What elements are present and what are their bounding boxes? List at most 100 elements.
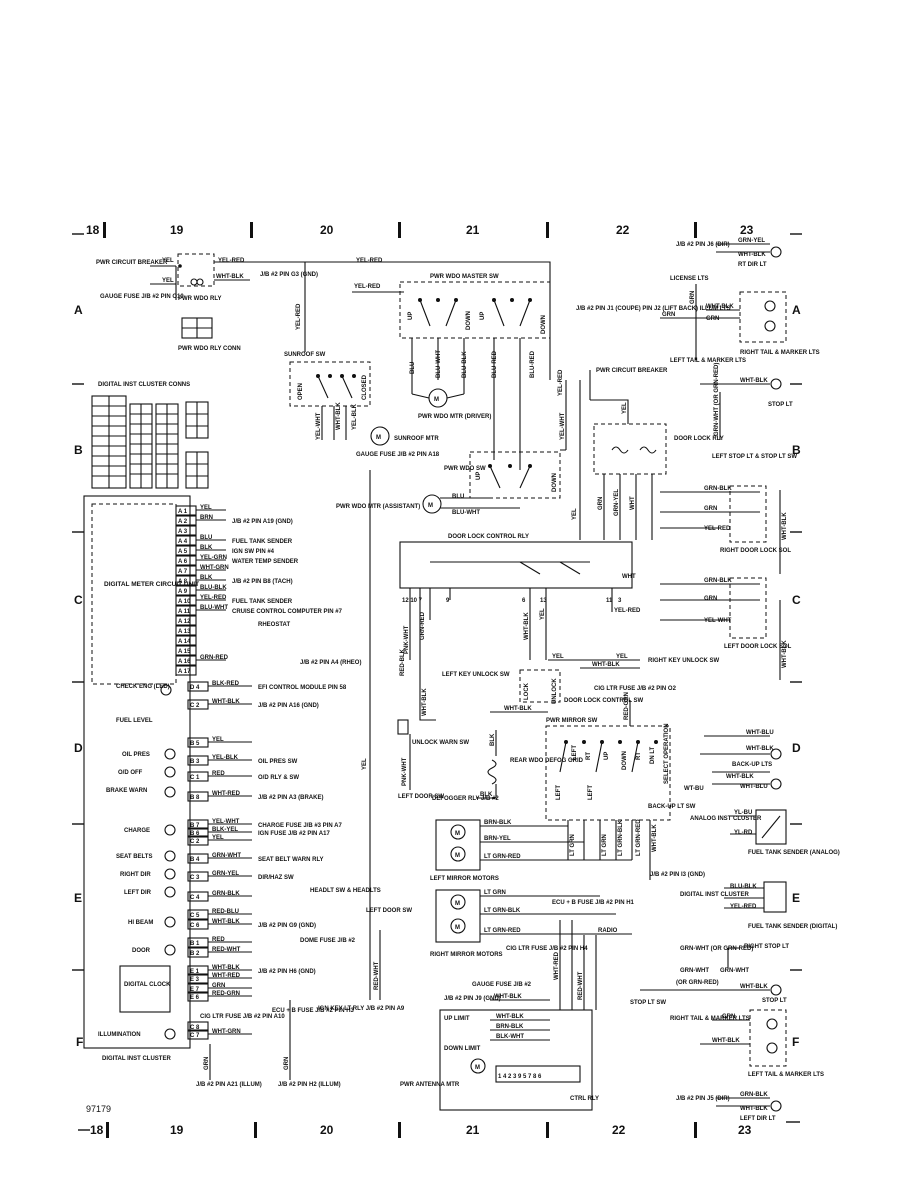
- pin-number: E 7: [190, 987, 200, 993]
- svg-text:RT: RT: [636, 752, 642, 760]
- pin-destination: O/D RLY & SW: [258, 775, 299, 781]
- svg-text:WHT-BLK: WHT-BLK: [652, 824, 658, 852]
- brake-warn-label: BRAKE WARN: [106, 788, 147, 794]
- left-tail-lamp-assembly: [749, 1009, 787, 1067]
- svg-text:OPEN: OPEN: [298, 383, 304, 400]
- right-mirror-motor-1-icon: [450, 894, 466, 910]
- svg-text:GRN: GRN: [284, 1057, 290, 1070]
- wire-color: GRN-WHT: [212, 853, 241, 859]
- left-marker-bulb-icon: [766, 1042, 778, 1054]
- unlock-warn-sw-label: UNLOCK WARN SW: [412, 740, 469, 746]
- down-limit-label: DOWN LIMIT: [444, 1046, 481, 1052]
- hi-beam-indicator-icon: [164, 916, 176, 928]
- wire-color: YEL-WHT: [212, 819, 240, 825]
- svg-text:3: 3: [618, 598, 622, 604]
- gauge-fuse-jb2-label: GAUGE FUSE J/B #2: [472, 982, 532, 988]
- right-tail-marker-top-label: RIGHT TAIL & MARKER LTS: [740, 350, 820, 356]
- right-door-lock-sol-label: RIGHT DOOR LOCK SOL: [720, 548, 791, 554]
- pin-number: A 17: [178, 669, 191, 675]
- svg-text:RED-BLK: RED-BLK: [400, 648, 406, 676]
- wire-color: WHT-BLK: [212, 699, 240, 705]
- wire-color: WHT-GRN: [200, 565, 229, 571]
- fuel-tank-sender-digital-icon: [763, 881, 787, 913]
- svg-text:GRN: GRN: [722, 1014, 735, 1020]
- pin-number: E 1: [190, 969, 200, 975]
- pin-destination: FUEL TANK SENDER: [232, 599, 293, 605]
- cluster-connectors: DIGITAL INST CLUSTER CONNS: [91, 382, 209, 489]
- wire-color: BLU-BLK: [200, 585, 227, 591]
- svg-text:BRN-BLK: BRN-BLK: [496, 1024, 524, 1030]
- svg-text:M: M: [455, 831, 460, 837]
- svg-text:12 10 7: 12 10 7: [402, 598, 423, 604]
- right-tail-bulb-icon: [764, 300, 776, 312]
- svg-text:UNLOCK: UNLOCK: [552, 678, 558, 704]
- left-dir-lt-bulb-icon: [770, 1100, 782, 1112]
- svg-text:WHT-BLK: WHT-BLK: [740, 378, 768, 384]
- svg-text:BLU-WHT: BLU-WHT: [436, 350, 442, 378]
- wire-color: RED-WHT: [212, 947, 241, 953]
- zone-top-20: 20: [320, 223, 334, 237]
- left-stop-lt-label: LEFT STOP LT & STOP LT SW: [712, 454, 797, 460]
- zone-bottom-18: 18: [90, 1123, 104, 1137]
- pin-destination: EFI CONTROL MODULE PIN 58: [258, 685, 347, 691]
- oil-pres-indicator-icon: [164, 748, 176, 760]
- svg-text:LEFT: LEFT: [556, 785, 562, 800]
- svg-text:WHT-BLK: WHT-BLK: [592, 662, 620, 668]
- rt-dir-lt-label: RT DIR LT: [738, 262, 767, 268]
- svg-text:WHT-BLK: WHT-BLK: [746, 746, 774, 752]
- pwr-wdo-switch-section: PWR WDO SW UP DOWN BLU BLU-WHT M PWR WDO…: [336, 369, 567, 516]
- svg-text:GRN-YEL: GRN-YEL: [738, 238, 765, 244]
- meter-pin-row: A 17: [175, 665, 197, 676]
- pwr-antenna-mtr-label: PWR ANTENNA MTR: [400, 1082, 460, 1088]
- zone-left-B: B: [74, 443, 83, 457]
- cluster-conns-label: DIGITAL INST CLUSTER CONNS: [98, 382, 190, 388]
- svg-text:RED-GRN: RED-GRN: [624, 692, 630, 720]
- svg-text:LT GRN-RED: LT GRN-RED: [636, 819, 642, 856]
- svg-text:DOWN: DOWN: [552, 473, 558, 492]
- ecu-b-fuse-h3-label: ECU + B FUSE J/B #2 PIN H3: [272, 1008, 355, 1014]
- back-up-lt-sw-label: BACK-UP LT SW: [648, 804, 696, 810]
- cig-ltr-fuse-h4-label: CIG LTR FUSE J/B #2 PIN H4: [506, 946, 588, 952]
- svg-text:M: M: [434, 397, 439, 403]
- pin-number: A 10: [178, 599, 191, 605]
- svg-text:GRN: GRN: [704, 506, 717, 512]
- left-dir-label: LEFT DIR: [124, 890, 152, 896]
- pin-terminal: [175, 635, 197, 646]
- wire-color: RED-BLU: [212, 909, 239, 915]
- pin-number: A 1: [178, 509, 188, 515]
- stop-lt-sw-label: STOP LT SW: [630, 1000, 666, 1006]
- svg-text:GRN: GRN: [204, 1057, 210, 1070]
- pwr-wdo-relay: [177, 253, 215, 287]
- pin-destination: WATER TEMP SENDER: [232, 559, 299, 565]
- right-tail-marker-bottom-label: RIGHT TAIL & MARKER LTS: [670, 1016, 750, 1022]
- pin-number: A 11: [178, 609, 191, 615]
- digital-inst-cluster-label: DIGITAL INST CLUSTER: [102, 1056, 171, 1062]
- svg-text:WHT-BLK: WHT-BLK: [726, 774, 754, 780]
- svg-text:YEL: YEL: [572, 508, 578, 520]
- pin-destination: CHARGE FUSE J/B #3 PIN A7: [258, 823, 342, 829]
- right-door-lock-solenoid: [729, 485, 767, 543]
- pin-number: C 8: [190, 1025, 200, 1031]
- svg-text:BLK: BLK: [490, 733, 496, 746]
- door-label: DOOR: [132, 948, 151, 954]
- pwr-antenna-motor-assembly: [439, 1009, 593, 1111]
- svg-text:YEL: YEL: [540, 608, 546, 620]
- figure-id: 97179: [86, 1104, 111, 1114]
- door-lock-control-rly-label: DOOR LOCK CONTROL RLY: [448, 534, 529, 540]
- headlt-sw-label: HEADLT SW & HEADLTS: [310, 888, 381, 894]
- svg-text:M: M: [475, 1065, 480, 1071]
- pwr-mirror-sw-label: PWR MIRROR SW: [546, 718, 598, 724]
- svg-text:GRN-WHT: GRN-WHT: [720, 968, 749, 974]
- svg-text:DOWN: DOWN: [466, 311, 472, 330]
- svg-text:M: M: [455, 925, 460, 931]
- svg-text:GRN-BLK: GRN-BLK: [704, 486, 732, 492]
- pin-number: A 9: [178, 589, 188, 595]
